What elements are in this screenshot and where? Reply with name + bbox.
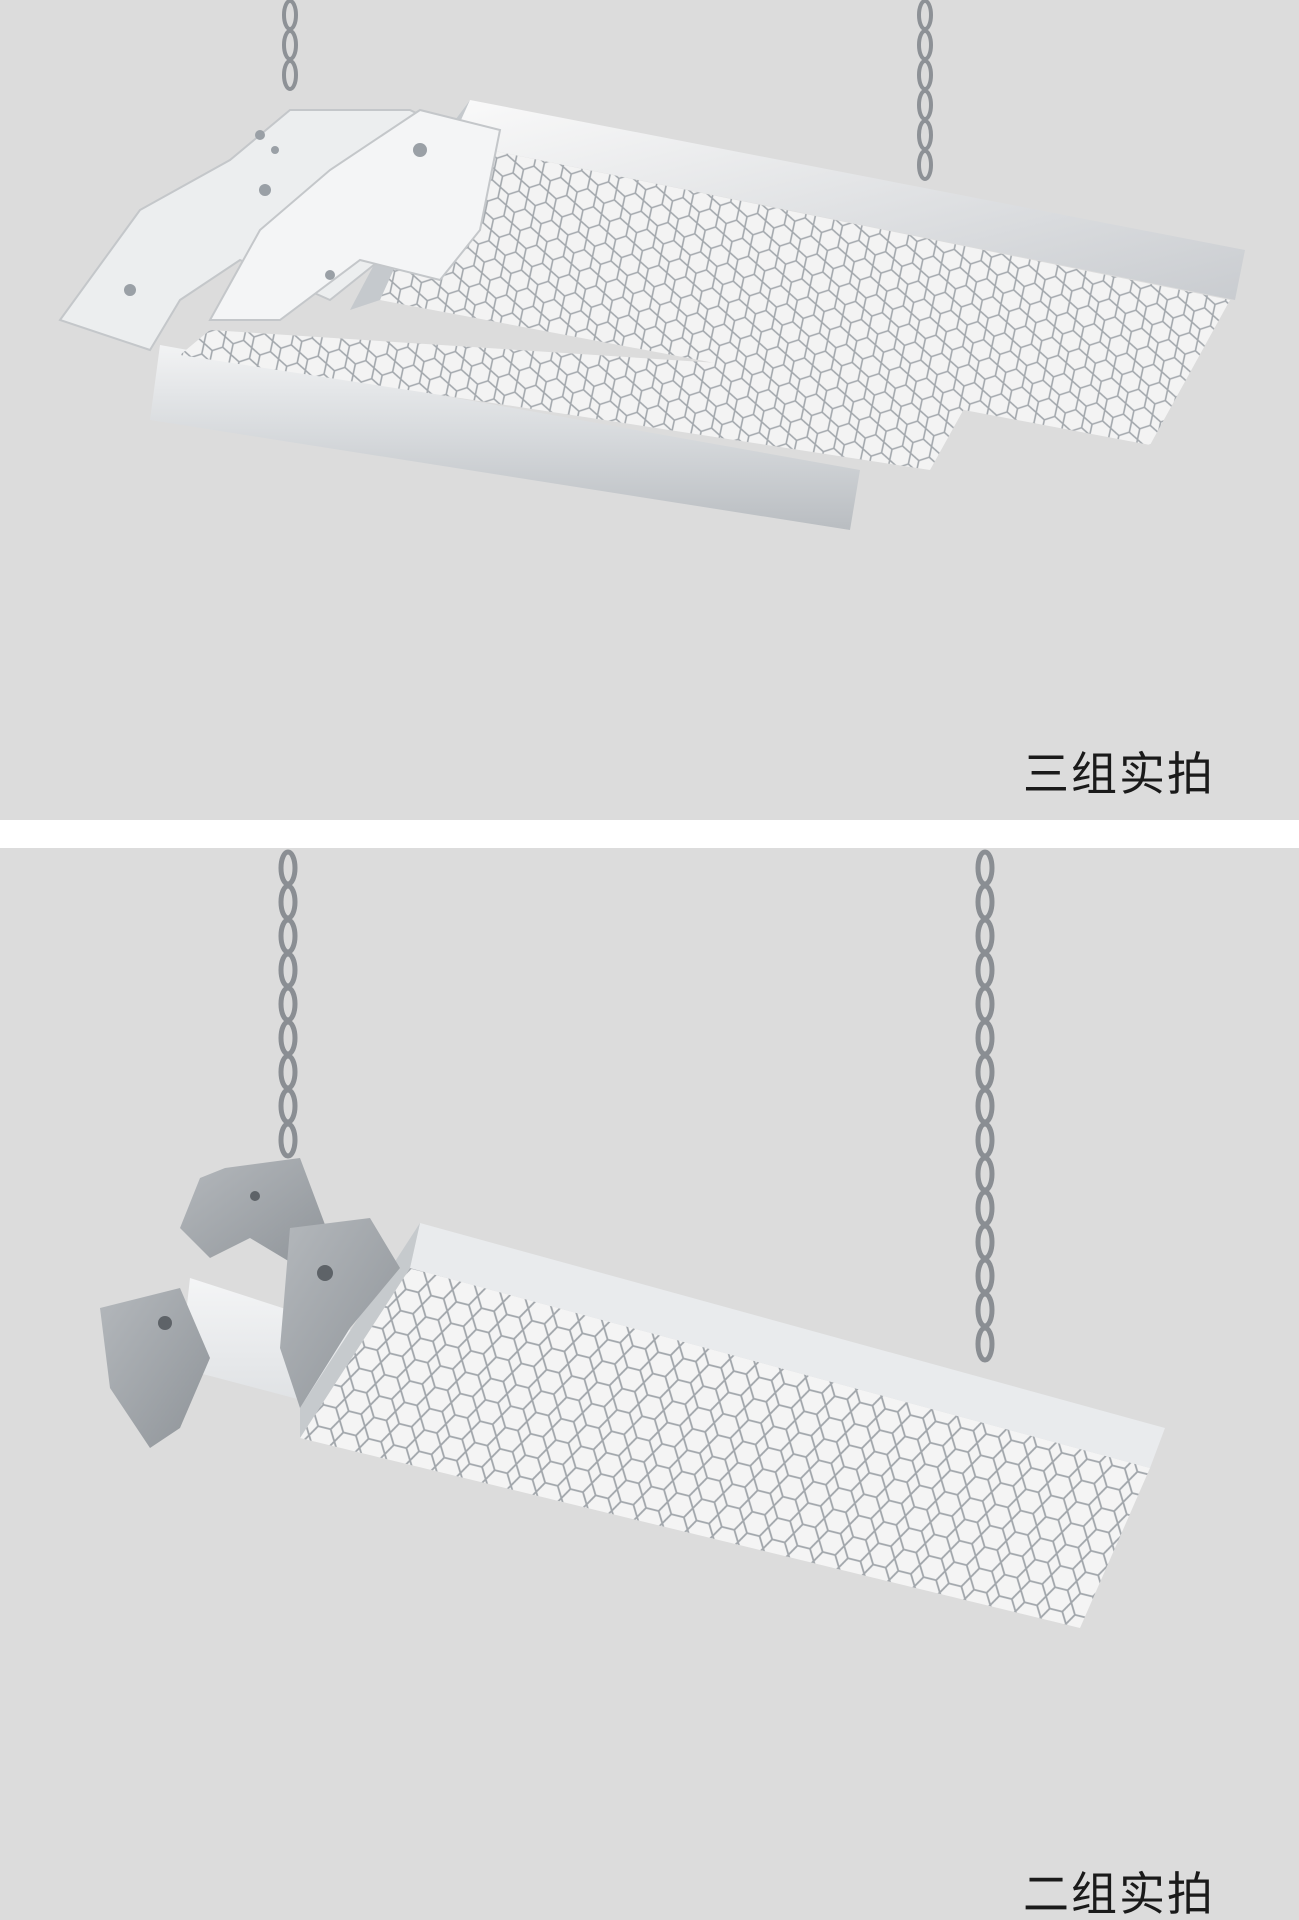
chain-right — [975, 849, 995, 1363]
front-honeycomb-lens — [300, 1268, 1150, 1628]
photo-panel-two-groups: 二组实拍 — [0, 848, 1299, 1920]
photo-panel-three-groups: 三组实拍 — [0, 0, 1299, 820]
chain-right — [917, 0, 933, 181]
fixture-photo-three-groups — [58, 0, 1245, 530]
panel-caption: 二组实拍 — [1023, 1867, 1215, 1920]
chain-left — [282, 0, 298, 91]
chain-left — [278, 849, 298, 1159]
mounting-bracket — [100, 1158, 400, 1448]
front-top-rail — [440, 100, 1245, 300]
mounting-bracket — [58, 108, 502, 352]
rear-housing — [150, 345, 860, 530]
front-top-rail — [410, 1223, 1165, 1468]
fixture-photo-two-groups — [100, 849, 1165, 1628]
rear-honeycomb-lens — [180, 330, 980, 470]
front-honeycomb-lens — [380, 140, 1230, 445]
panel-caption: 三组实拍 — [1023, 747, 1215, 801]
